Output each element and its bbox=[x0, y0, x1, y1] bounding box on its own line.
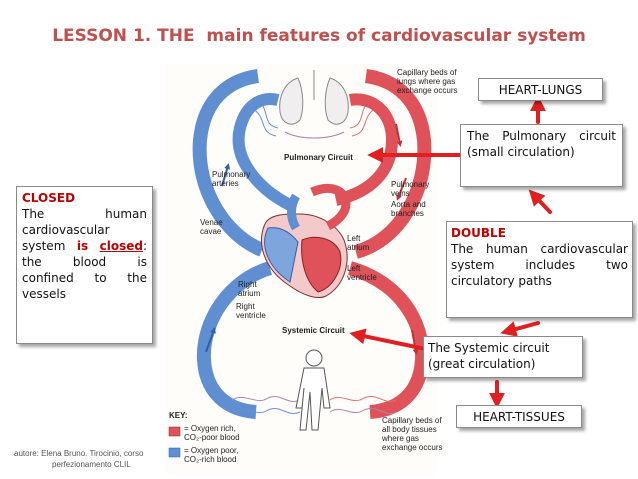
systemic-circuit-box: The Systemic circuit (great circulation) bbox=[423, 336, 583, 378]
human-figure-icon bbox=[295, 349, 331, 431]
double-body: The human cardiovascular system includes… bbox=[451, 242, 628, 288]
author-credit: autore: Elena Bruno. Tirocinio, corso pe… bbox=[14, 448, 143, 470]
systemic-loop bbox=[192, 69, 432, 419]
body-capillary-bed bbox=[231, 396, 397, 414]
label-pulmonary-veins: Pulmonary veins bbox=[391, 180, 430, 198]
label-left-ventricle: Left ventricle bbox=[347, 264, 377, 282]
key-swatch-oxygen-rich bbox=[168, 426, 181, 437]
closed-body-part2: : the blood is confined to the vessels bbox=[22, 239, 147, 301]
lungs bbox=[279, 70, 349, 125]
pulmonary-loop bbox=[232, 93, 399, 211]
heart-tissues-box: HEART-TISSUES bbox=[456, 405, 582, 428]
label-aorta: Aorta and branches bbox=[391, 200, 426, 218]
label-right-ventricle: Right ventricle bbox=[236, 302, 266, 320]
key-oxygen-rich: = Oxygen rich, CO₂-poor blood bbox=[184, 424, 240, 442]
closed-word: closed bbox=[99, 239, 143, 253]
pulmonary-circuit-box: The Pulmonary circuit (small circulation… bbox=[460, 124, 623, 187]
closed-body: The human cardiovascular system is close… bbox=[22, 206, 147, 302]
closed-body-part1: The human cardiovascular system bbox=[22, 207, 147, 253]
label-capillary-lungs: Capillary beds of lungs where gas exchan… bbox=[397, 68, 458, 95]
double-box: DOUBLE The human cardiovascular system i… bbox=[446, 221, 633, 318]
label-systemic-circuit: Systemic Circuit bbox=[282, 326, 345, 335]
closed-is: is bbox=[76, 239, 89, 253]
heart bbox=[260, 184, 351, 299]
double-heading: DOUBLE bbox=[451, 226, 506, 240]
footer-line2: perfezionamento CLIL bbox=[52, 460, 131, 469]
closed-box: CLOSED The human cardiovascular system i… bbox=[16, 186, 153, 344]
label-pulmonary-circuit: Pulmonary Circuit bbox=[284, 153, 353, 162]
closed-heading: CLOSED bbox=[22, 191, 76, 205]
key-oxygen-poor: = Oxygen poor, CO₂-rich blood bbox=[184, 446, 239, 464]
label-capillary-body: Capillary beds of all body tissues where… bbox=[382, 416, 443, 452]
key-title: KEY: bbox=[169, 411, 188, 420]
heart-lungs-box: HEART-LUNGS bbox=[478, 78, 603, 101]
label-left-atrium: Left atrium bbox=[347, 234, 370, 252]
footer-line1: autore: Elena Bruno. Tirocinio, corso bbox=[14, 449, 144, 458]
label-right-atrium: Right atrium bbox=[238, 280, 261, 298]
lesson-title: LESSON 1. THE main features of cardiovas… bbox=[52, 26, 586, 46]
key-swatch-oxygen-poor bbox=[168, 447, 181, 458]
label-venae-cavae: Venae cavae bbox=[200, 218, 223, 236]
label-pulmonary-arteries: Pulmonary arteries bbox=[212, 170, 251, 188]
